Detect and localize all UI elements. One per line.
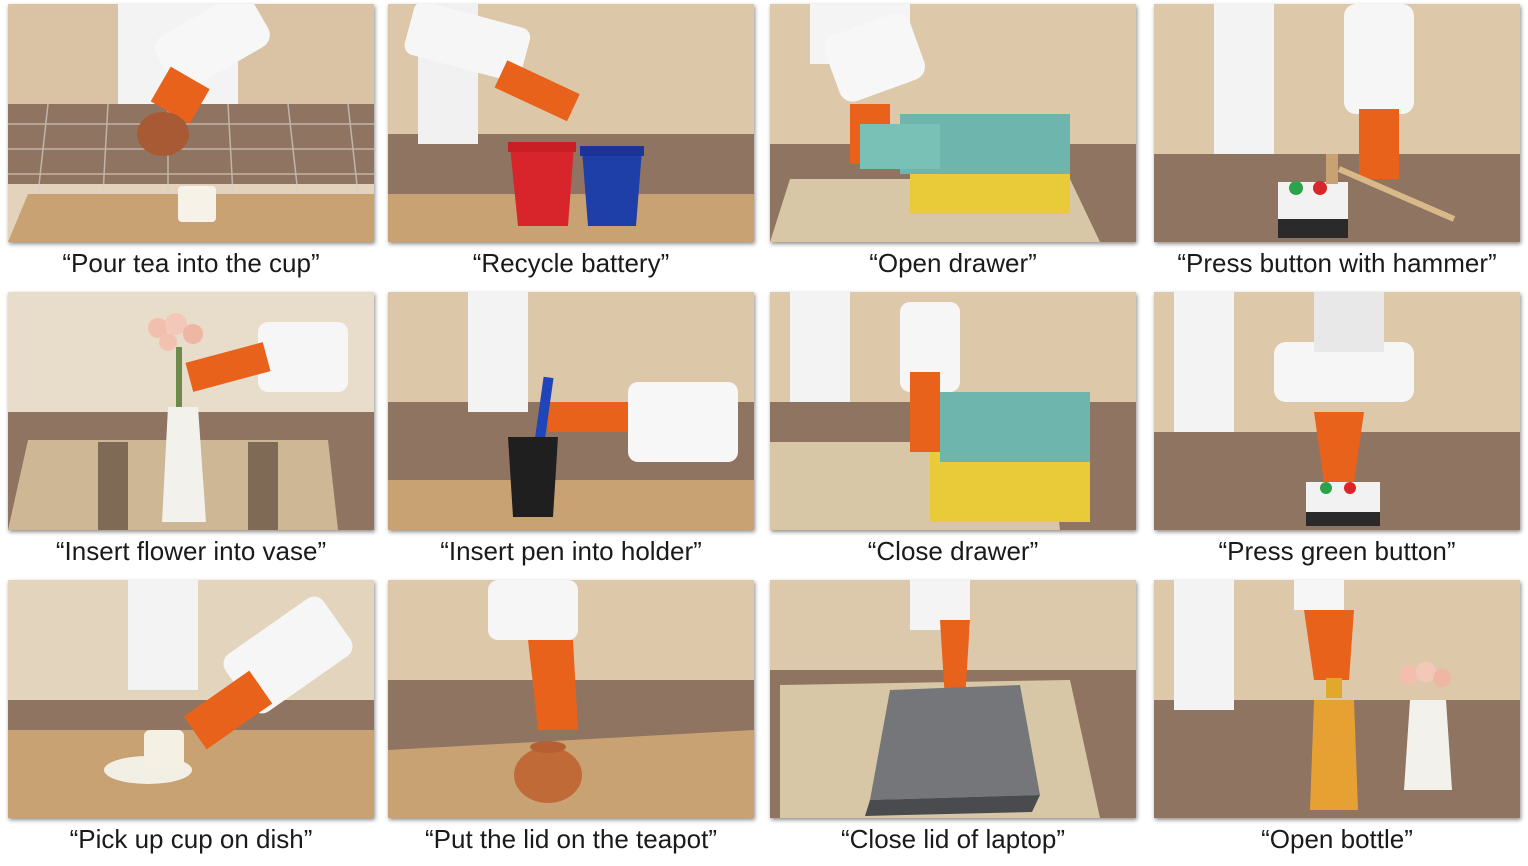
task-caption: “Open bottle” bbox=[1261, 824, 1413, 854]
task-cell-open-drawer: “Open drawer” bbox=[770, 4, 1140, 292]
scene-press-button-hammer bbox=[1154, 4, 1520, 242]
scene-insert-pen bbox=[388, 292, 754, 530]
task-caption: “Pour tea into the cup” bbox=[62, 248, 320, 278]
scene-close-drawer bbox=[770, 292, 1136, 530]
task-cell-insert-pen: “Insert pen into holder” bbox=[388, 292, 758, 580]
photo-press-green-button bbox=[1154, 292, 1520, 530]
task-caption: “Press button with hammer” bbox=[1177, 248, 1497, 278]
scene-open-drawer bbox=[770, 4, 1136, 242]
photo-press-button-hammer bbox=[1154, 4, 1520, 242]
task-caption: “Close drawer” bbox=[867, 536, 1039, 566]
task-caption: “Open drawer” bbox=[869, 248, 1037, 278]
task-cell-insert-flower: “Insert flower into vase” bbox=[8, 292, 378, 580]
task-caption: “Insert pen into holder” bbox=[440, 536, 702, 566]
task-caption: “Press green button” bbox=[1218, 536, 1456, 566]
task-cell-lid-teapot: “Put the lid on the teapot” bbox=[388, 580, 758, 866]
photo-pick-up-cup bbox=[8, 580, 374, 818]
scene-open-bottle bbox=[1154, 580, 1520, 818]
photo-insert-flower bbox=[8, 292, 374, 530]
task-cell-close-drawer: “Close drawer” bbox=[770, 292, 1140, 580]
task-caption: “Recycle battery” bbox=[472, 248, 670, 278]
task-cell-pick-up-cup: “Pick up cup on dish” bbox=[8, 580, 378, 866]
task-caption: “Close lid of laptop” bbox=[841, 824, 1065, 854]
task-cell-close-laptop: “Close lid of laptop” bbox=[770, 580, 1140, 866]
task-caption: “Pick up cup on dish” bbox=[69, 824, 313, 854]
task-caption: “Insert flower into vase” bbox=[55, 536, 327, 566]
task-cell-recycle-battery: “Recycle battery” bbox=[388, 4, 758, 292]
photo-close-laptop bbox=[770, 580, 1136, 818]
photo-lid-teapot bbox=[388, 580, 754, 818]
photo-pour-tea bbox=[8, 4, 374, 242]
scene-pour-tea bbox=[8, 4, 374, 242]
task-cell-open-bottle: “Open bottle” bbox=[1154, 580, 1524, 866]
task-caption: “Put the lid on the teapot” bbox=[425, 824, 717, 854]
scene-recycle-battery bbox=[388, 4, 754, 242]
scene-close-laptop bbox=[770, 580, 1136, 818]
photo-close-drawer bbox=[770, 292, 1136, 530]
scene-lid-teapot bbox=[388, 580, 754, 818]
task-cell-press-green-button: “Press green button” bbox=[1154, 292, 1524, 580]
task-cell-press-button-hammer: “Press button with hammer” bbox=[1154, 4, 1524, 292]
scene-pick-up-cup bbox=[8, 580, 374, 818]
task-cell-pour-tea: “Pour tea into the cup” bbox=[8, 4, 378, 292]
scene-insert-flower bbox=[8, 292, 374, 530]
photo-insert-pen bbox=[388, 292, 754, 530]
scene-press-green-button bbox=[1154, 292, 1520, 530]
photo-recycle-battery bbox=[388, 4, 754, 242]
photo-open-bottle bbox=[1154, 580, 1520, 818]
photo-open-drawer bbox=[770, 4, 1136, 242]
